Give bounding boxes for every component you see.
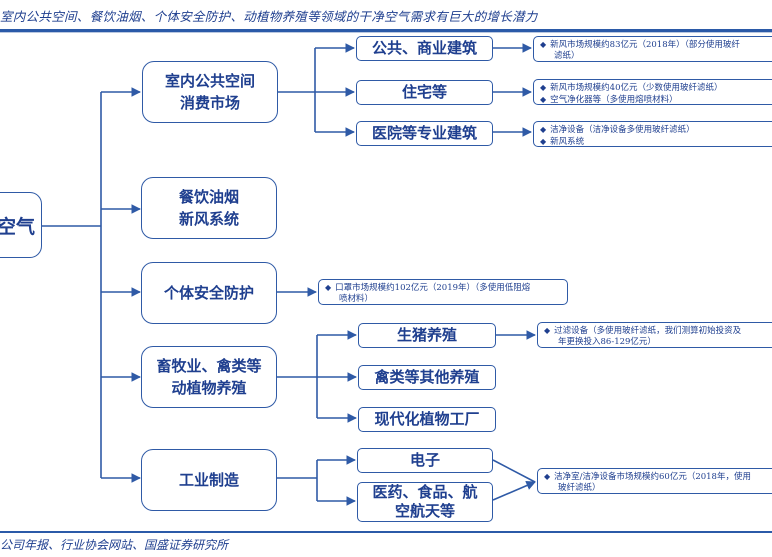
diamond-bullet-icon: ◆ [540, 125, 547, 134]
source-note: 公司年报、行业协会网站、国盛证券研究所 [0, 538, 229, 552]
branch-label-line: 新风系统 [178, 210, 239, 228]
branch-personal-protection: 个体安全防护 [141, 262, 277, 324]
diamond-bullet-icon: ◆ [540, 137, 547, 146]
branch-animal-plant-breeding: 畜牧业、禽类等 动植物养殖 [141, 346, 277, 408]
top-divider [0, 29, 772, 33]
node-label: 医院等专业建筑 [371, 124, 477, 142]
branch-label-line: 个体安全防护 [163, 284, 254, 302]
node-label-line: 空航天等 [394, 502, 455, 520]
branch-label-line: 工业制造 [178, 471, 239, 489]
merge-line-1 [492, 459, 536, 483]
node-electronics: 电子 [357, 448, 493, 473]
branch-catering-fumes: 餐饮油烟 新风系统 [141, 177, 277, 239]
node-label: 公共、商业建筑 [371, 39, 477, 57]
branch-label-line: 餐饮油烟 [178, 188, 239, 206]
note-text: 滤纸） [554, 51, 580, 61]
diamond-bullet-icon: ◆ [540, 95, 547, 104]
diamond-bullet-icon: ◆ [540, 40, 547, 49]
branch-label-line: 动植物养殖 [171, 379, 247, 397]
note-text: 空气净化器等（多使用熔喷材料） [550, 95, 678, 105]
note-personal-protection: ◆口罩市场规模约102亿元（2019年）（多使用低阻熔 喷材料） [318, 279, 568, 305]
node-label: 禽类等其他养殖 [374, 368, 480, 386]
node-plant-factory: 现代化植物工厂 [358, 407, 496, 432]
note-text: 玻纤滤纸） [558, 483, 601, 493]
node-label: 生猪养殖 [396, 326, 457, 344]
bottom-divider [0, 531, 772, 533]
branch-label-line: 畜牧业、禽类等 [156, 357, 262, 375]
note-public-commercial: ◆新风市场规模约83亿元（2018年）（部分使用玻纤 滤纸） [533, 36, 772, 62]
page-title: 室内公共空间、餐饮油烟、个体安全防护、动植物养殖等领域的干净空气需求有巨大的增长… [0, 9, 538, 24]
diamond-bullet-icon: ◆ [325, 283, 332, 292]
node-public-commercial-buildings: 公共、商业建筑 [356, 36, 493, 61]
note-text: 新风市场规模约40亿元（少数使用玻纤滤纸） [550, 83, 723, 93]
note-text: 新风系统 [550, 137, 585, 147]
node-hospital-buildings: 医院等专业建筑 [356, 121, 493, 146]
branch-indoor-public: 室内公共空间 消费市场 [142, 61, 278, 123]
note-hospital: ◆洁净设备（洁净设备多使用玻纤滤纸） ◆新风系统 [533, 121, 772, 147]
diamond-bullet-icon: ◆ [540, 83, 547, 92]
root-node: 空气 [0, 192, 42, 258]
node-label: 现代化植物工厂 [374, 410, 480, 428]
note-residential: ◆新风市场规模约40亿元（少数使用玻纤滤纸） ◆空气净化器等（多使用熔喷材料） [533, 79, 772, 105]
note-text: 新风市场规模约83亿元（2018年）（部分使用玻纤 [550, 40, 740, 50]
node-label-line: 医药、食品、航 [372, 483, 478, 501]
node-pharma-food-aerospace: 医药、食品、航 空航天等 [357, 482, 493, 522]
note-text: 洁净设备（洁净设备多使用玻纤滤纸） [550, 125, 695, 135]
merge-line-2 [492, 480, 536, 501]
branch-label-line: 消费市场 [179, 94, 240, 112]
note-text: 喷材料） [339, 294, 374, 304]
note-text: 过滤设备（多使用玻纤滤纸，我们测算初始投资及 [554, 326, 742, 336]
diamond-bullet-icon: ◆ [544, 472, 551, 481]
note-pig-farming: ◆过滤设备（多使用玻纤滤纸，我们测算初始投资及 年更换投入86-129亿元） [537, 322, 772, 348]
node-poultry-farming: 禽类等其他养殖 [358, 365, 496, 390]
note-text: 年更换投入86-129亿元） [558, 337, 656, 347]
root-label: 空气 [0, 215, 35, 238]
node-label: 住宅等 [401, 83, 447, 101]
diamond-bullet-icon: ◆ [544, 326, 551, 335]
node-label: 电子 [409, 451, 440, 469]
branch-industrial-manufacturing: 工业制造 [141, 449, 277, 511]
note-text: 洁净室/洁净设备市场规模约60亿元（2018年，使用 [554, 472, 751, 482]
note-text: 口罩市场规模约102亿元（2019年）（多使用低阻熔 [335, 283, 531, 293]
node-pig-farming: 生猪养殖 [358, 323, 496, 348]
note-industrial: ◆洁净室/洁净设备市场规模约60亿元（2018年，使用 玻纤滤纸） [537, 468, 772, 494]
branch-label-line: 室内公共空间 [164, 72, 255, 90]
node-residential: 住宅等 [356, 80, 493, 105]
